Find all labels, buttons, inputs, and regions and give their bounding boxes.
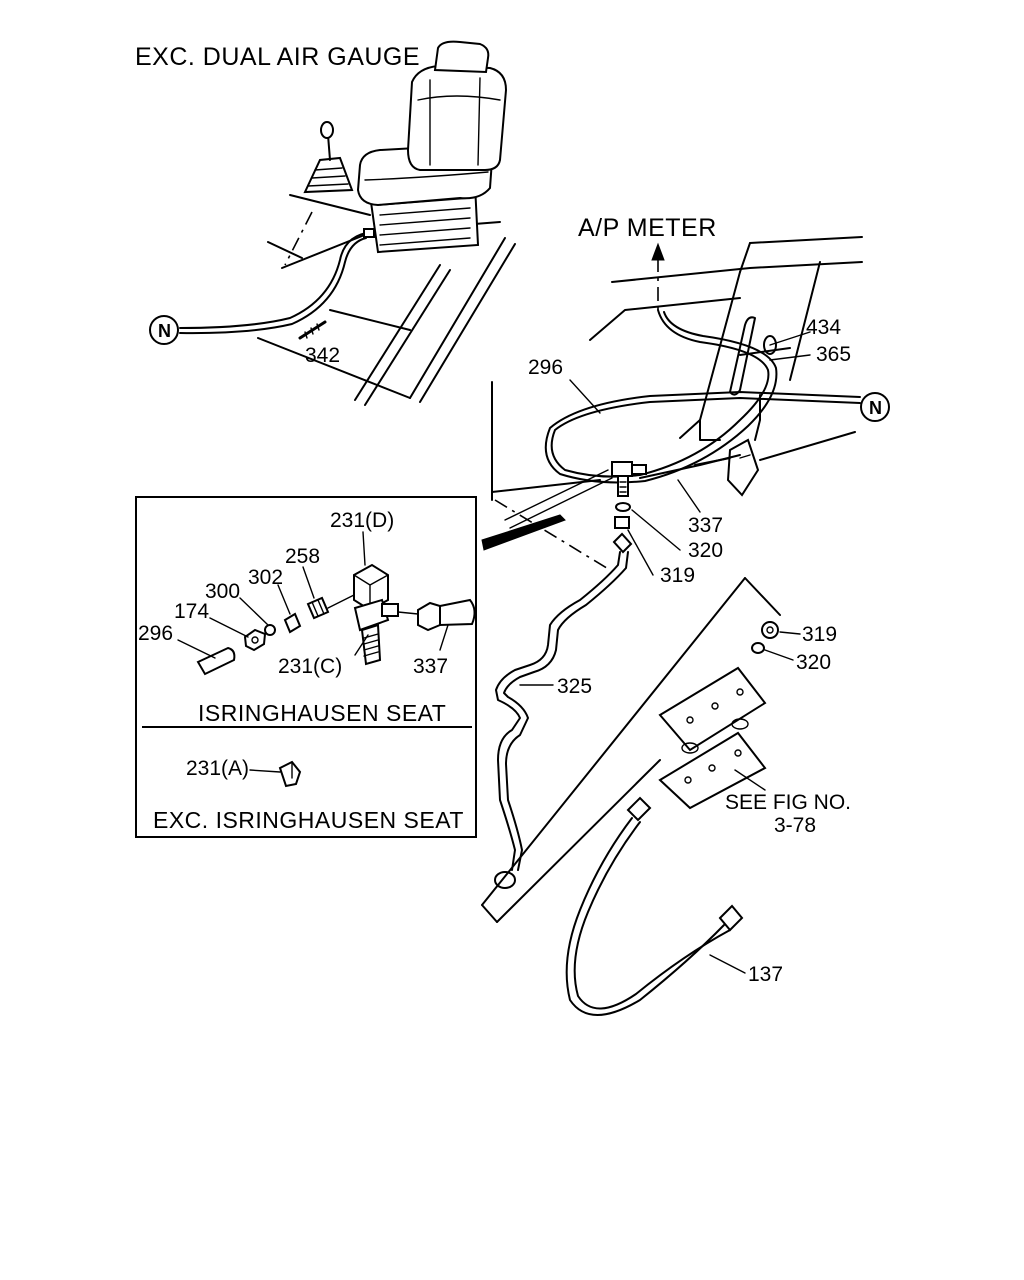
part-label-319-bottom: 319	[802, 623, 837, 646]
part-label-302: 302	[248, 566, 283, 589]
svg-text:N: N	[158, 321, 171, 341]
heading-ap-meter: A/P METER	[578, 214, 717, 242]
heading-exc-dual-air-gauge: EXC. DUAL AIR GAUGE	[135, 43, 420, 71]
part-label-174: 174	[174, 600, 209, 623]
part-label-231c: 231(C)	[278, 655, 342, 678]
see-fig-number: 3-78	[774, 814, 816, 837]
part-label-320-top: 320	[688, 539, 723, 562]
part-label-231a: 231(A)	[186, 757, 249, 780]
meter-bracket-illustration	[481, 236, 863, 571]
connector-n-right: N	[860, 392, 890, 422]
part-label-300: 300	[205, 580, 240, 603]
part-label-231d: 231(D)	[330, 509, 394, 532]
svg-text:N: N	[869, 398, 882, 418]
part-label-319-top: 319	[660, 564, 695, 587]
seat-illustration	[179, 40, 516, 406]
part-label-337-inset: 337	[413, 655, 448, 678]
panel-outline	[481, 577, 781, 923]
heading-exc-isringhausen-seat: EXC. ISRINGHAUSEN SEAT	[153, 807, 464, 833]
part-label-258: 258	[285, 545, 320, 568]
part-label-320-bottom: 320	[796, 651, 831, 674]
tee-fitting	[611, 461, 647, 529]
heading-isringhausen-seat: ISRINGHAUSEN SEAT	[198, 700, 446, 726]
inset-box	[135, 496, 477, 838]
part-label-434: 434	[806, 316, 841, 339]
part-label-337-top: 337	[688, 514, 723, 537]
pipe-325	[494, 532, 633, 889]
part-label-137: 137	[748, 963, 783, 986]
see-fig-label: SEE FIG NO.	[725, 791, 851, 814]
part-label-365: 365	[816, 343, 851, 366]
part-label-342: 342	[305, 344, 340, 367]
part-label-296-top: 296	[528, 356, 563, 379]
leader-lines	[519, 331, 811, 974]
hose-296-upper	[544, 309, 861, 484]
part-label-296-inset: 296	[138, 622, 173, 645]
hose-137	[565, 796, 744, 1016]
connector-n-left: N	[149, 315, 179, 345]
part-label-325: 325	[557, 675, 592, 698]
